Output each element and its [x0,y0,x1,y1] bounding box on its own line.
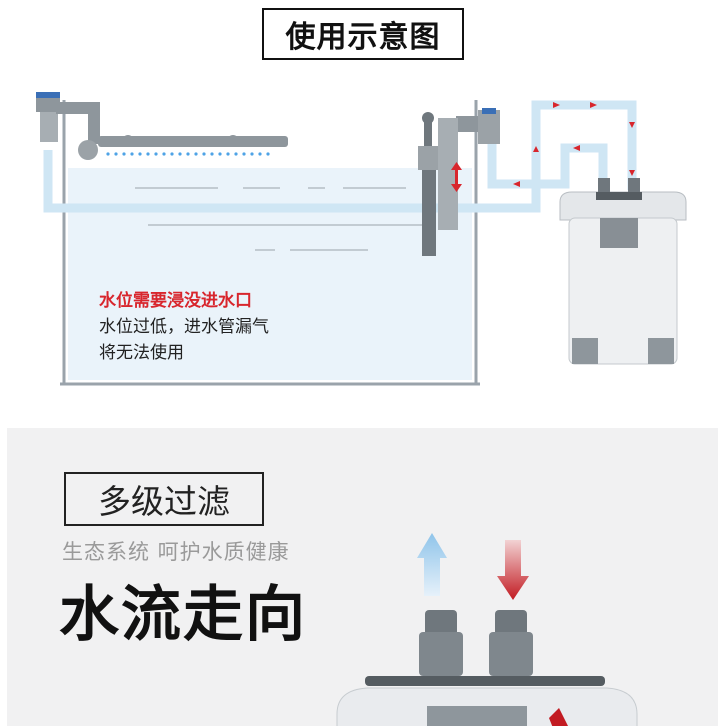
spray-bar [98,136,288,147]
usage-diagram [36,92,687,386]
section-heading: 多级过滤 [64,472,264,526]
section-tagline: 生态系统 呵护水质健康 [62,540,290,564]
return-pipe [440,100,637,213]
canister-filter [559,178,687,365]
intake-assembly [418,108,500,256]
warning-headline: 水位需要浸没进水口 [99,291,252,311]
filter-closeup [336,533,638,726]
down-arrow-icon [497,540,529,600]
warning-text: 水位过低，进水管漏气 [99,317,269,337]
warning-text-2: 将无法使用 [99,343,184,363]
up-arrow-icon [417,533,447,596]
page-title: 使用示意图 [262,8,464,60]
tank-water [68,168,472,380]
flow-arrows [513,102,635,187]
flow-section: 多级过滤 生态系统 呵护水质健康 水流走向 [7,428,718,726]
double-arrow-icon [451,162,462,192]
section-big-title: 水流走向 [59,580,307,650]
outflow-pipe [43,150,440,213]
intake-pipe [487,142,608,190]
outflow-fitting [36,92,100,160]
